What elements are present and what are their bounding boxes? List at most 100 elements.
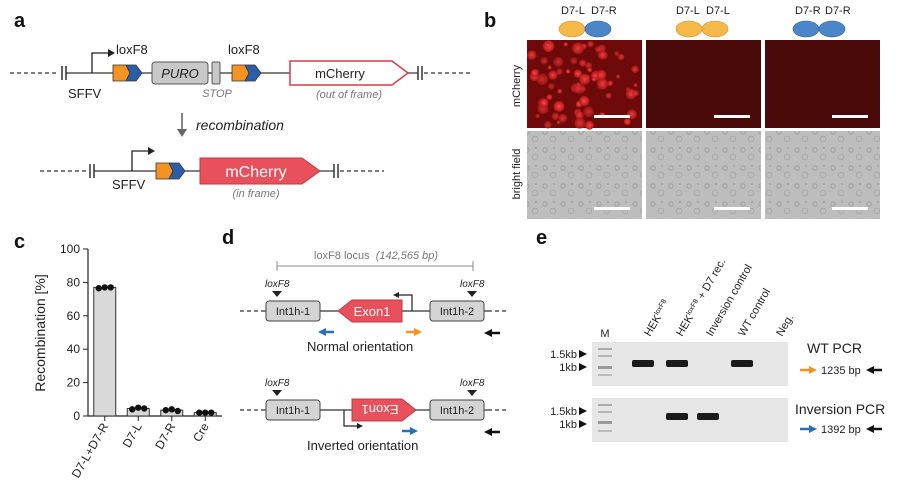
d7-dimer-icon-2: [675, 20, 729, 38]
stop-label: STOP: [202, 88, 232, 100]
fluorescent-cell: [579, 95, 590, 107]
panel-a: a loxF8 PURO STOP loxF8 mCherry (out of …: [10, 10, 470, 200]
fluorescent-cell: [615, 74, 621, 79]
int1h-2-normal: Int1h-2: [440, 306, 474, 318]
b-row-mcherry-label: mCherry: [511, 64, 523, 107]
lane1-label: HEKloxF8: [642, 298, 672, 339]
exon1-normal: Exon1: [354, 304, 391, 319]
lane4-label: WT control: [736, 287, 773, 339]
b-col1-label-a: D7-L: [561, 5, 585, 17]
panel-label-b: b: [484, 10, 496, 32]
bf-image-2: [646, 131, 761, 219]
fluorescent-cell: [535, 113, 540, 119]
fluorescent-cell: [551, 112, 560, 121]
inverted-orientation-label: Inverted orientation: [307, 438, 418, 453]
sffv-bottom-label: SFFV: [112, 177, 146, 192]
d7-dimer-icon-1: [558, 20, 612, 38]
x-tick-label: D7-R: [152, 420, 178, 452]
fluorescent-cell: [617, 53, 625, 61]
mcherry-image-3: [765, 40, 880, 128]
panel-label-d: d: [222, 227, 234, 249]
b-col3-label-b: D7-R: [825, 5, 851, 17]
fluorescent-cell: [614, 50, 620, 57]
x-tick-label: D7-L+D7-R: [69, 420, 112, 480]
data-point: [129, 406, 136, 413]
fluorescent-cell: [548, 70, 558, 80]
data-point: [196, 409, 203, 416]
fluorescent-cell: [574, 117, 586, 129]
fluorescent-cell: [536, 73, 549, 86]
y-tick-label: 100: [60, 242, 80, 256]
panel-label-c: c: [14, 231, 25, 253]
fluorescent-cell: [540, 57, 548, 65]
mcherry-image-2: [646, 40, 761, 128]
panel-label-a: a: [14, 10, 26, 32]
fluorescent-cell: [591, 76, 597, 82]
data-point: [168, 406, 175, 413]
fluorescent-cell: [607, 80, 614, 87]
mcherry-bottom-label: mCherry: [225, 164, 286, 181]
fluorescent-cell: [553, 56, 564, 67]
size-1kb-bot: 1kb: [559, 419, 577, 431]
data-point: [101, 284, 108, 291]
out-of-frame-label: (out of frame): [316, 89, 382, 101]
y-tick-label: 20: [67, 376, 81, 390]
fluorescent-cell: [556, 68, 563, 75]
fluorescent-cell: [544, 121, 552, 129]
fluorescent-cell: [570, 57, 578, 65]
puro-label: PURO: [161, 66, 199, 81]
fluorescent-cell: [579, 73, 591, 85]
panel-e: e M HEKloxF8 HEKloxF8 + D7 rec. Inversio…: [536, 227, 885, 442]
loxf8-d2: loxF8: [460, 279, 485, 290]
fluorescent-cell: [573, 69, 582, 78]
b-col2-label-a: D7-L: [676, 5, 700, 17]
x-tick-label: D7-L: [120, 420, 145, 450]
fluorescent-cell: [579, 59, 587, 67]
normal-orientation-label: Normal orientation: [307, 339, 413, 354]
fluorescent-cell: [547, 83, 555, 90]
lane2-name: HEK: [674, 312, 696, 338]
data-point: [107, 284, 114, 291]
fluorescent-cell: [547, 65, 552, 70]
fluorescent-cell: [526, 50, 537, 60]
y-tick-label: 40: [67, 342, 81, 356]
locus-name: loxF8 locus: [314, 250, 370, 262]
mcherry-top-label: mCherry: [315, 66, 365, 81]
fluorescent-cell: [572, 42, 584, 55]
panel-d: d loxF8 locus (142,565 bp) loxF8 loxF8 I…: [222, 227, 508, 453]
fluorescent-cell: [596, 78, 609, 90]
data-point: [135, 404, 142, 411]
fluorescent-cell: [558, 113, 568, 123]
int1h-2-inverted: Int1h-2: [440, 405, 474, 417]
fluorescent-cell: [587, 40, 594, 48]
fluorescent-cell: [623, 118, 631, 126]
fluorescent-cell: [565, 69, 571, 74]
b-col3-label-a: D7-R: [795, 5, 821, 17]
panel-label-e: e: [536, 227, 547, 249]
data-point: [162, 406, 169, 414]
lane1-sup: loxF8: [654, 298, 669, 316]
lane1-name: HEK: [642, 312, 664, 338]
wt-pcr-gel: [592, 342, 788, 386]
size-1kb-top: 1kb: [559, 362, 577, 374]
bf-image-3: [765, 131, 880, 219]
data-point: [174, 407, 181, 415]
fluorescent-cell: [597, 50, 607, 60]
b-col1-label-b: D7-R: [591, 5, 617, 17]
b-row-bf-label: bright field: [511, 149, 523, 200]
fluorescent-cell: [530, 69, 539, 77]
fluorescent-cell: [585, 62, 592, 69]
inversion-pcr-label: Inversion PCR: [795, 401, 885, 417]
fluorescent-cell: [553, 101, 565, 112]
size-15kb-top: 1.5kb: [550, 349, 577, 361]
fluorescent-cell: [633, 83, 638, 88]
x-tick-label: Cre: [190, 420, 212, 444]
fluorescent-cell: [585, 120, 594, 130]
wt-bp-label: 1235 bp: [821, 365, 861, 377]
fluorescent-cell: [605, 92, 612, 99]
fluorescent-cell: [574, 82, 586, 95]
lane5-label: Neg.: [774, 312, 796, 338]
fluorescent-cell: [539, 98, 549, 108]
